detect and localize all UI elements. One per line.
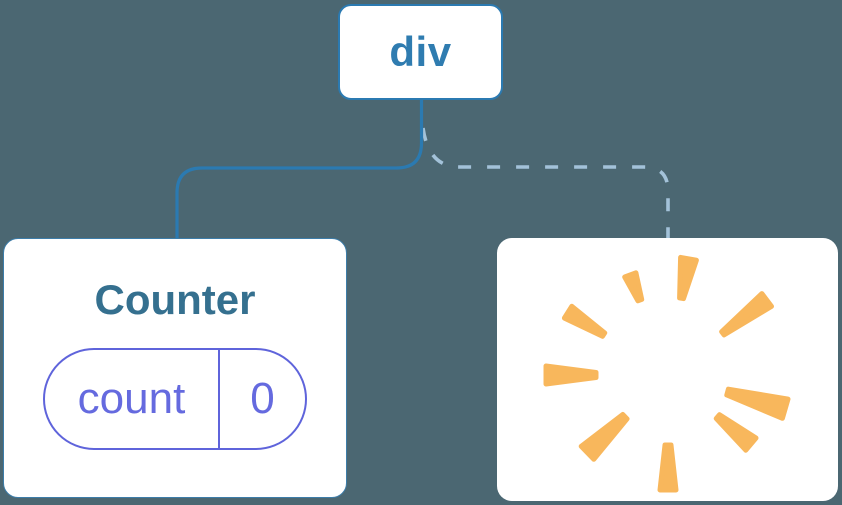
poof-starburst-icon [543,254,791,493]
state-key-cell: count [45,350,218,448]
root-node-div: div [338,4,503,100]
counter-title: Counter [94,276,256,323]
state-value-label: 0 [250,374,275,424]
connector-dashed [421,127,670,238]
state-pill: count 0 [43,348,307,451]
state-value-cell: 0 [218,350,305,449]
removed-node [497,238,838,501]
root-node-label: div [389,28,452,75]
counter-node: Counter count 0 [3,238,347,498]
connector-solid [175,98,424,240]
state-key-label: count [77,374,186,424]
